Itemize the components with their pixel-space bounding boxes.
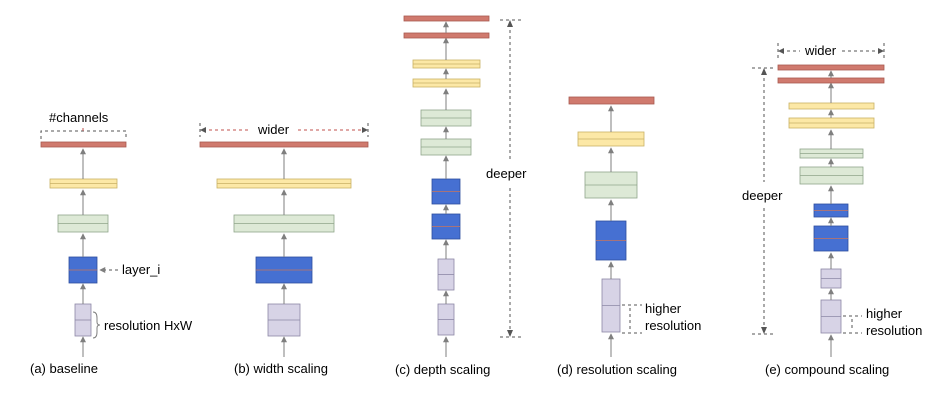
channels-label: #channels xyxy=(49,110,109,125)
caption-resolution-scaling: (d) resolution scaling xyxy=(557,362,677,377)
wider-arrowhead-left xyxy=(200,127,206,133)
block-red xyxy=(199,141,369,148)
wider-arrowhead-right xyxy=(878,48,884,54)
deeper-arrowhead-bottom xyxy=(761,327,767,334)
resolution-hxw-label: resolution HxW xyxy=(104,318,193,333)
caption-width-scaling: (b) width scaling xyxy=(234,361,328,376)
wider-label: wider xyxy=(804,43,837,58)
block-red xyxy=(403,32,490,39)
wider-arrowhead-left xyxy=(778,48,784,54)
deeper-arrowhead-bottom xyxy=(507,330,513,337)
higher-label: higher xyxy=(645,301,682,316)
deeper-arrowhead-top xyxy=(507,20,513,27)
layer-i-label: layer_i xyxy=(122,262,160,277)
deeper-label: deeper xyxy=(742,188,783,203)
panel-compound-scaling: wider deeper higher resolution (e) compo… xyxy=(742,43,922,377)
block-red xyxy=(40,141,127,148)
panel-baseline: #channels layer_i resolution HxW (a) bas… xyxy=(30,110,193,376)
block-yellow xyxy=(788,102,875,110)
resolution-label: resolution xyxy=(645,318,701,333)
channels-bracket xyxy=(40,130,127,139)
deeper-arrowhead-top xyxy=(761,68,767,75)
panel-resolution-scaling: higher resolution (d) resolution scaling xyxy=(557,96,701,377)
resolution-brace xyxy=(92,311,101,339)
deeper-label: deeper xyxy=(486,166,527,181)
block-red xyxy=(568,96,655,105)
panel-width-scaling: wider (b) width scaling xyxy=(199,122,369,376)
block-red xyxy=(777,77,885,84)
panel-depth-scaling: deeper (c) depth scaling xyxy=(395,15,527,377)
block-red xyxy=(403,15,490,22)
wider-arrowhead-right xyxy=(362,127,368,133)
caption-baseline: (a) baseline xyxy=(30,361,98,376)
caption-compound-scaling: (e) compound scaling xyxy=(765,362,889,377)
caption-depth-scaling: (c) depth scaling xyxy=(395,362,490,377)
higher-label: higher xyxy=(866,306,903,321)
block-red xyxy=(777,64,885,71)
resolution-label: resolution xyxy=(866,323,922,338)
wider-label: wider xyxy=(257,122,290,137)
